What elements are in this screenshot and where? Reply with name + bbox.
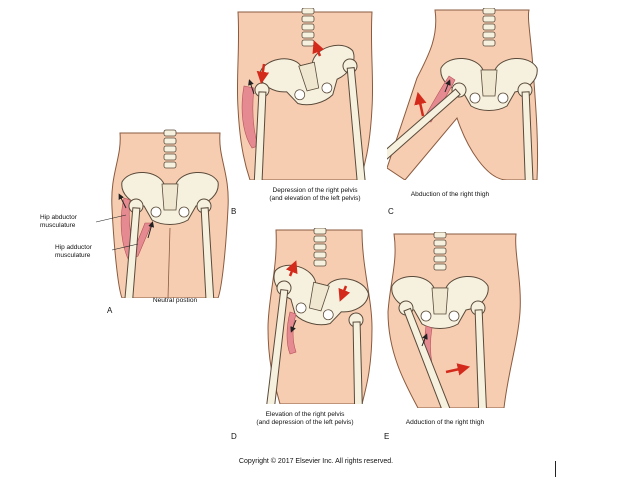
thigh-adduction-figure	[387, 232, 521, 408]
text-cursor	[555, 461, 556, 477]
letter-c: C	[388, 207, 394, 216]
adductor-label: Hip adductor musculature	[55, 244, 92, 259]
pelvis-depression-figure	[236, 8, 374, 180]
caption-a: Neutral postion	[152, 297, 198, 304]
letter-a: A	[107, 306, 113, 315]
panel-b-pelvis-depression	[232, 8, 378, 180]
caption-d: Elevation of the right pelvis (and depre…	[256, 411, 354, 426]
panel-d-pelvis-elevation	[262, 228, 376, 404]
letter-b: B	[231, 207, 237, 216]
caption-e: Adduction of the right thigh	[405, 419, 485, 426]
abductor-label: Hip abductor musculature	[40, 214, 77, 229]
neutral-figure	[111, 129, 229, 298]
panel-e-thigh-adduction	[384, 232, 528, 408]
copyright-text: Copyright © 2017 Elsevier Inc. All right…	[238, 458, 394, 465]
panel-c-thigh-abduction	[387, 8, 547, 180]
caption-b: Depression of the right pelvis (and elev…	[269, 187, 361, 202]
letter-e: E	[384, 432, 390, 441]
pelvis-elevation-figure	[262, 228, 373, 404]
panel-a-neutral	[100, 128, 240, 298]
caption-c: Abduction of the right thigh	[410, 191, 490, 198]
thigh-abduction-figure	[387, 8, 541, 180]
letter-d: D	[231, 432, 237, 441]
